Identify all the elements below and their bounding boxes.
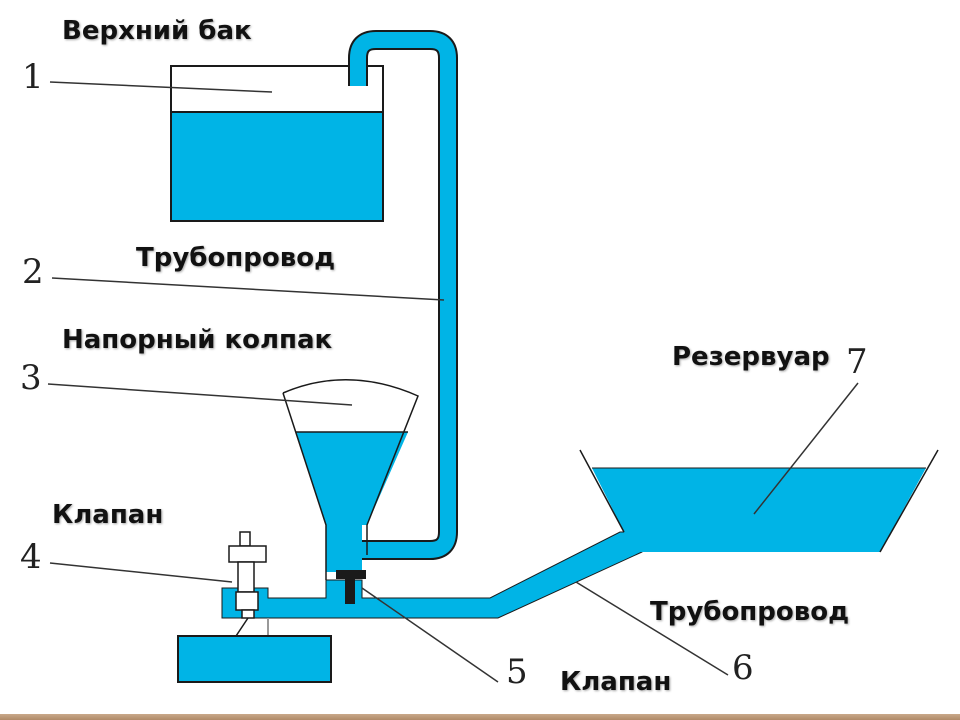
valve-5	[336, 570, 366, 604]
upper-tank-outline	[170, 65, 384, 222]
pressure-cap-outline	[282, 379, 419, 580]
label-pipeline-top: Трубопровод	[136, 243, 336, 273]
reservoir	[579, 449, 939, 553]
valve-4-leg	[235, 617, 249, 637]
number-7: 7	[846, 342, 868, 382]
label-upper-tank: Верхний бак	[62, 16, 252, 46]
leader-5	[361, 587, 499, 683]
leader-4	[49, 562, 233, 583]
drain-tank	[177, 635, 332, 683]
reservoir-wall-left	[579, 449, 625, 533]
pressure-cap	[282, 379, 419, 580]
valve-4-stem-top	[239, 531, 251, 547]
number-2: 2	[22, 252, 44, 292]
reservoir-wall-right	[879, 449, 939, 553]
upper-tank-water	[171, 112, 383, 221]
pipeline-2-water	[350, 32, 456, 558]
pipeline-6	[221, 531, 643, 619]
label-pressure-cap: Напорный колпак	[62, 325, 333, 355]
leader-7	[753, 382, 859, 515]
reservoir-water	[592, 468, 926, 552]
label-valve-bottom: Клапан	[560, 667, 672, 697]
number-4: 4	[20, 537, 42, 577]
label-reservoir: Резервуар	[672, 342, 830, 372]
valve-4-weight	[228, 545, 267, 563]
bottom-strip	[0, 714, 960, 720]
leader-lines	[47, 81, 859, 683]
valve-5-stem	[345, 570, 355, 604]
leader-2	[51, 277, 445, 301]
leader-6	[575, 581, 729, 676]
number-6: 6	[732, 648, 754, 688]
number-5: 5	[506, 652, 528, 692]
valve-4	[228, 531, 269, 637]
leader-1	[49, 81, 273, 93]
pipeline-2	[348, 30, 458, 560]
label-pipeline-bottom: Трубопровод	[650, 597, 850, 627]
label-valve-left: Клапан	[52, 500, 164, 530]
number-3: 3	[20, 358, 42, 398]
valve-4-tip	[241, 609, 255, 619]
upper-tank	[170, 65, 384, 222]
number-1: 1	[22, 57, 44, 97]
pipeline-6-water	[221, 531, 643, 619]
valve-4-body	[235, 591, 259, 611]
valve-4-stem	[237, 561, 255, 593]
pressure-cap-water	[296, 432, 408, 572]
leader-3	[47, 383, 353, 406]
